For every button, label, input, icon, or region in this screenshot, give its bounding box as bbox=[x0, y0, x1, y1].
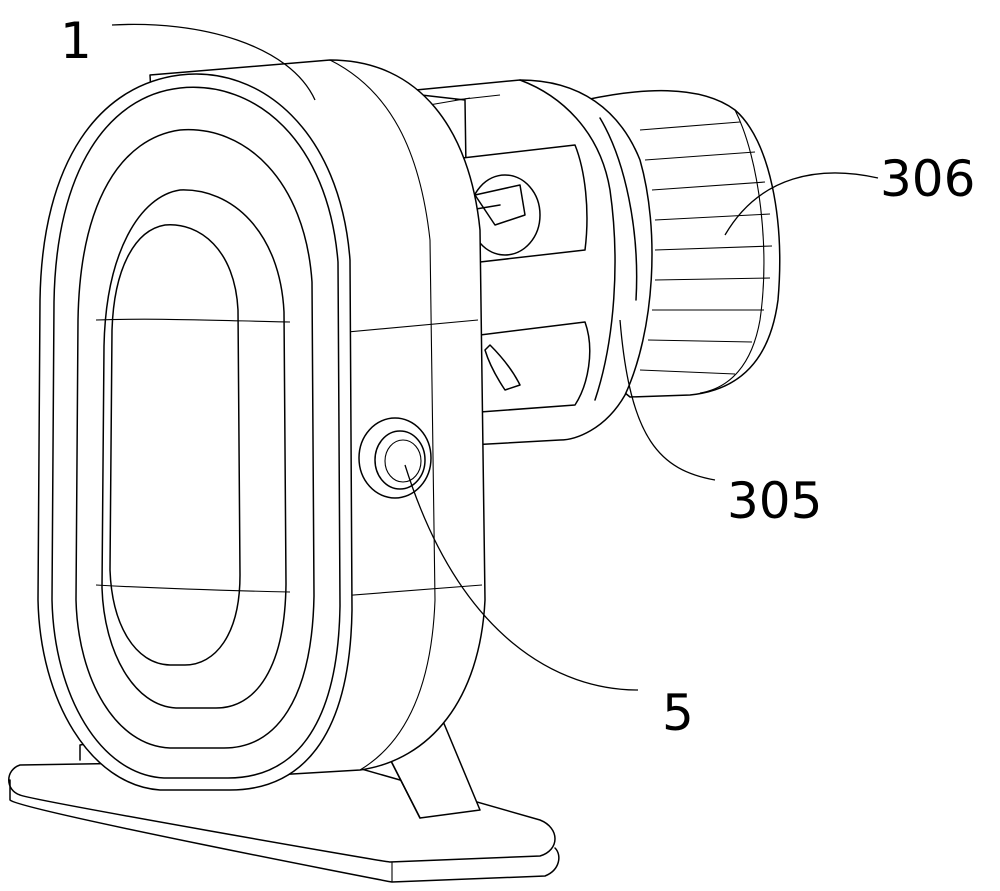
port-5 bbox=[359, 418, 431, 498]
main-housing bbox=[38, 60, 485, 790]
callout-label-305: 305 bbox=[727, 472, 822, 530]
callout-label-5: 5 bbox=[662, 684, 694, 742]
callout-label-1: 1 bbox=[60, 12, 92, 70]
callout-label-306: 306 bbox=[880, 150, 975, 208]
